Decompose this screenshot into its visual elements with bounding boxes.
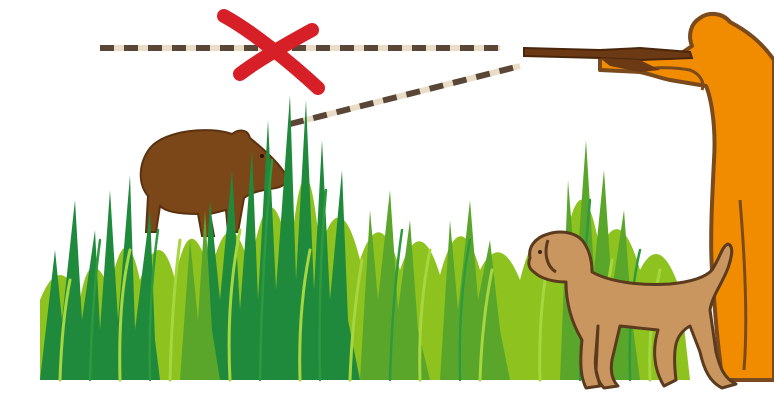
red-x-icon bbox=[224, 16, 318, 88]
downward-shot-line bbox=[290, 66, 520, 124]
